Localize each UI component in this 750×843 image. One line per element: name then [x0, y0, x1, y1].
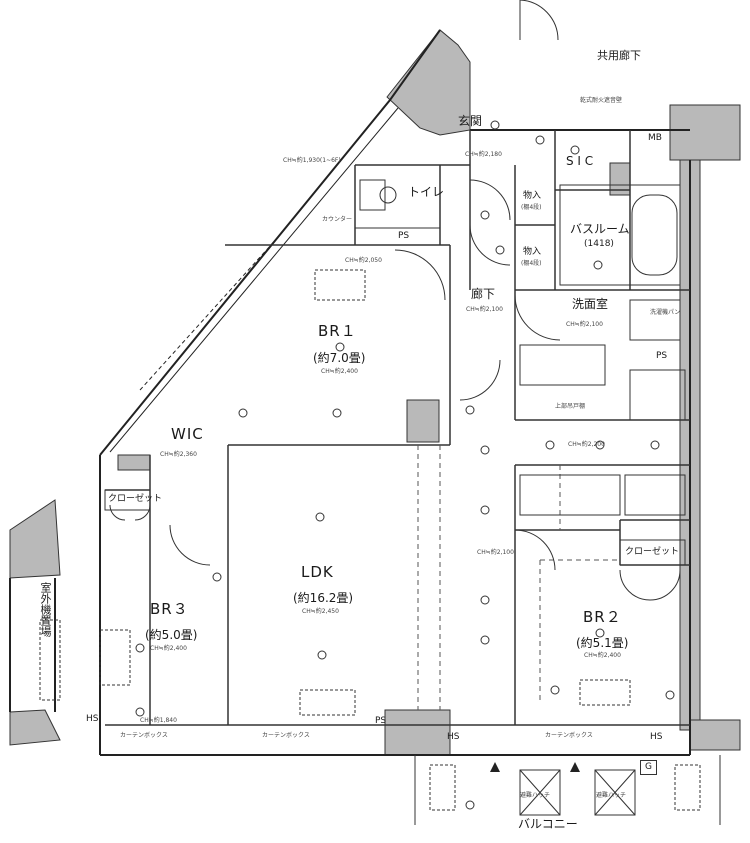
room-area-br3: (約5.0畳): [145, 628, 198, 642]
br3-door-arc: [169, 524, 211, 566]
room-label-wic: WIC: [171, 425, 204, 443]
closet-br3-box: [104, 489, 151, 511]
storage1-note: (棚4段): [521, 204, 542, 211]
wall-mb-right: [669, 104, 741, 161]
entrance-door-arc: [519, 0, 559, 41]
room-ch-washroom: CH≒約2,100: [566, 321, 603, 328]
room-label-br3: BR３: [150, 600, 189, 618]
fire-door-label: 乾式耐火遮音壁: [580, 97, 623, 104]
curtain-box-label-2: カーテンボックス: [262, 732, 310, 739]
outdoor-unit-label: 室外機置場: [39, 582, 52, 637]
room-area-ldk: (約16.2畳): [293, 591, 354, 605]
room-ch-br1: CH≒約2,400: [321, 368, 358, 375]
vanity: [519, 344, 606, 386]
kitchen-counter: [519, 474, 621, 516]
room-ch-ldk: CH≒約2,450: [302, 608, 339, 615]
room-label-sic: S I C: [566, 154, 594, 168]
balcony-label: バルコニー: [518, 817, 578, 831]
hs-label-3: HS: [650, 732, 663, 742]
room-area-br2: (約5.1畳): [576, 636, 629, 650]
upper-cabinet-label: 上部吊戸棚: [555, 403, 586, 410]
room-label-ldk: LDK: [301, 563, 334, 581]
evac-label-1: 避難ハッチ: [520, 792, 551, 799]
closet-br3-label: クローゼット: [108, 494, 163, 504]
closet-br2-label: クローゼット: [625, 547, 680, 557]
ps-label-3: PS: [375, 716, 387, 726]
structural-walls: [9, 29, 741, 756]
room-ch-hallway: CH≒約2,100: [466, 306, 503, 313]
storage1-label: 物入: [523, 191, 542, 201]
room-label-entrance: 玄関: [458, 114, 483, 128]
hs-label-1: HS: [86, 714, 99, 724]
evac-hatch-2: [594, 769, 636, 816]
curtain-box-label-1: カーテンボックス: [120, 732, 168, 739]
wall-right-lower: [689, 719, 741, 751]
room-label-bath: バスルーム: [570, 222, 630, 236]
counter-box: [354, 227, 441, 246]
diagonal-facade: [99, 29, 441, 456]
room-label-washroom: 洗面室: [572, 297, 609, 311]
evac-label-2: 避難ハッチ: [596, 792, 627, 799]
ceiling-hall-3-label: CH≒約1,840: [140, 717, 177, 724]
wall-wic-col: [117, 454, 151, 471]
bathtub: [631, 194, 678, 276]
ceiling-hall-2-label: CH≒約2,050: [345, 257, 382, 264]
outer-walls: [9, 29, 691, 756]
room-label-toilet: トイレ: [408, 185, 445, 199]
ceiling-toilet-label: CH≒約1,930(1~6F): [283, 157, 341, 164]
room-area-br1: (約7.0畳): [313, 351, 366, 365]
br2-door-arc: [514, 529, 556, 571]
wall-left-lower: [9, 709, 61, 746]
storage2-label: 物入: [523, 247, 542, 257]
room-size-bath: (1418): [584, 239, 614, 249]
hs-label-2: HS: [447, 732, 460, 742]
wall-left-upper: [9, 499, 61, 579]
ps-label-2: PS: [656, 351, 668, 361]
wall-upper-diagonal: [386, 29, 471, 136]
cooktop: [624, 474, 686, 516]
toilet-fixture: [359, 179, 386, 211]
ceiling-entrance-label: CH≒約2,180: [465, 151, 502, 158]
ceiling-kitchen-label: CH≒約2,200: [568, 441, 605, 448]
room-label-br1: BR１: [318, 322, 357, 340]
room-ch-br3: CH≒約2,400: [150, 645, 187, 652]
wall-bottom-center: [384, 709, 451, 756]
room-ch-wic: CH≒約2,360: [160, 451, 197, 458]
room-ch-br2: CH≒約2,400: [584, 652, 621, 659]
washer-pan-box: [629, 299, 681, 341]
ceiling-ldk-label: CH≒約2,100: [477, 549, 514, 556]
mb-label: MB: [648, 133, 662, 143]
room-label-hallway: 廊下: [471, 287, 496, 301]
counter-label: カウンター: [322, 216, 353, 223]
common-corridor-label: 共用廊下: [597, 49, 641, 62]
curtain-box-label-3: カーテンボックス: [545, 732, 593, 739]
washer-area: [629, 369, 686, 421]
storage2-note: (棚4段): [521, 260, 542, 267]
evac-hatch-1: [519, 769, 561, 816]
room-label-br2: BR２: [583, 608, 622, 626]
washer-pan-label: 洗濯機パン: [650, 309, 681, 316]
wall-ps-column: [406, 399, 440, 443]
ps-label-1: PS: [398, 231, 410, 241]
closet-br2-box: [619, 539, 686, 566]
bath-area: [559, 184, 681, 286]
br1-door-arc: [394, 249, 446, 301]
g-label: G: [640, 760, 657, 775]
